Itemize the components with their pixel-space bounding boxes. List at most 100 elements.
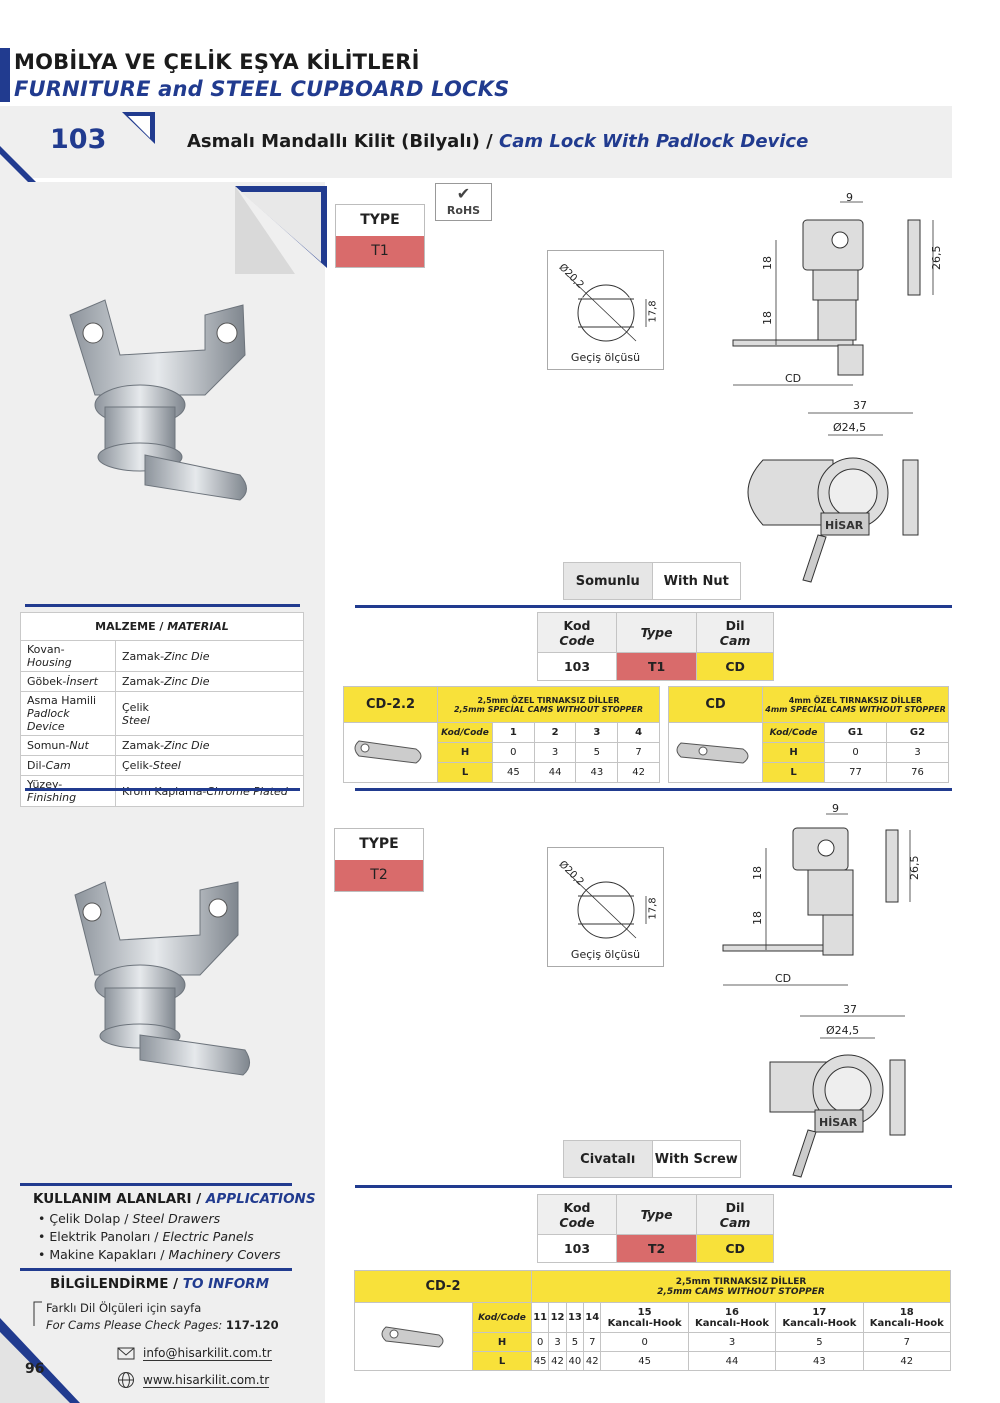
material-key-tr: Yüzey-	[27, 778, 63, 791]
kod-code-label: Kod/Code	[441, 727, 489, 738]
applications-title: KULLANIM ALANLARI / APPLICATIONS	[33, 1191, 316, 1207]
material-table: MALZEME / MATERIAL Kovan-Housing Zamak-Z…	[20, 612, 304, 807]
l-value: 77	[824, 762, 887, 783]
material-value-en: Zinc Die	[164, 675, 210, 688]
l-value: 43	[575, 762, 619, 783]
l-value: 45	[492, 762, 535, 783]
globe-icon	[118, 1372, 134, 1388]
material-value-en: Steel	[152, 759, 181, 772]
brand-mark: HİSAR	[825, 518, 864, 532]
rohs-badge: ✔ RoHS	[435, 183, 492, 221]
product-title: Asmalı Mandallı Kilit (Bilyalı) / Cam Lo…	[187, 131, 808, 152]
option-tr: Civatalı	[564, 1141, 652, 1177]
material-key-tr: Kovan-	[27, 643, 65, 656]
height-label: 17,8	[647, 300, 659, 323]
dim-d24: Ø24,5	[833, 421, 866, 434]
inform-text: Farklı Dil Ölçüleri için sayfa For Cams …	[46, 1300, 279, 1334]
product-title-band	[0, 106, 952, 178]
h-value: 0	[824, 742, 887, 763]
footer-email[interactable]: info@hisarkilit.com.tr	[117, 1345, 272, 1361]
material-bottom-rule	[25, 788, 300, 791]
col-subtitle: Kancalı-Hook	[694, 1317, 770, 1329]
row-h-label: H	[437, 742, 493, 763]
material-value-en: Zinc Die	[164, 649, 210, 663]
h-value: 7	[583, 1332, 602, 1352]
material-header: MALZEME / MATERIAL	[20, 612, 304, 641]
rohs-label: RoHS	[446, 204, 481, 217]
page-number: 96	[25, 1361, 45, 1377]
material-key-tr: Göbek-	[27, 675, 67, 688]
dim-d24: Ø24,5	[826, 1024, 859, 1037]
col-header: G1	[824, 722, 887, 743]
kod-header: Kod	[563, 617, 591, 633]
cam-desc-tr: 4mm ÖZEL TIRNAKSIZ DİLLER	[788, 695, 923, 705]
col-subtitle: Kancalı-Hook	[607, 1317, 682, 1329]
option-t1: Somunlu With Nut	[563, 562, 741, 600]
cam-desc-tr: 2,5mm ÖZEL TIRNAKSIZ DİLLER	[477, 695, 620, 705]
web-link[interactable]: www.hisarkilit.com.tr	[143, 1372, 270, 1388]
dim-18-top: 18	[761, 256, 774, 270]
section-divider	[355, 788, 952, 791]
applications-rule	[20, 1183, 292, 1186]
dim-18-bottom: 18	[751, 911, 764, 925]
dim-9: 9	[846, 191, 853, 204]
cam-name: CD-2	[354, 1270, 532, 1303]
app-tr: Çelik Dolap /	[49, 1211, 129, 1226]
l-value: 45	[530, 1351, 550, 1371]
applications-title-en: APPLICATIONS	[205, 1191, 316, 1207]
dil-header: Dil	[725, 617, 745, 633]
option-t2: Civatalı With Screw	[563, 1140, 741, 1178]
footer-web[interactable]: www.hisarkilit.com.tr	[117, 1371, 270, 1389]
type-label: TYPE	[336, 205, 424, 236]
inform-rule	[20, 1268, 292, 1271]
applications-title-tr: KULLANIM ALANLARI /	[33, 1191, 202, 1207]
material-key-en: Padlock Device	[27, 707, 70, 733]
h-value: 3	[548, 1332, 567, 1352]
material-key-tr: Asma Hamili	[27, 694, 97, 707]
row-l-label: L	[472, 1351, 532, 1371]
code-cell: 103	[537, 652, 617, 681]
material-row: Göbek-İnsert Zamak-Zinc Die	[20, 671, 304, 692]
material-top-rule	[25, 604, 300, 607]
h-value: 0	[600, 1332, 689, 1352]
dim-37: 37	[843, 1003, 857, 1016]
col-header: 1	[492, 722, 535, 743]
email-link[interactable]: info@hisarkilit.com.tr	[143, 1345, 272, 1361]
type-cell: T2	[615, 1234, 698, 1263]
footer-corner-decoration	[0, 1318, 80, 1403]
dim-37: 37	[853, 399, 867, 412]
type-label: TYPE	[335, 829, 423, 860]
material-row: Dil-Cam Çelik-Steel	[20, 755, 304, 776]
kod-code-label: Kod/Code	[478, 1312, 526, 1323]
cam-desc-en: 2,5mm SPECİAL CAMS WITHOUT STOPPER	[453, 704, 644, 714]
type-header: Type	[640, 1207, 673, 1222]
app-tr: Makine Kapakları /	[49, 1247, 165, 1262]
type-box-t1: TYPE T1	[335, 204, 425, 268]
material-value-tr: Zamak-	[122, 739, 165, 752]
l-value: 42	[617, 762, 660, 783]
l-value: 43	[775, 1351, 864, 1371]
col-header: 14	[583, 1302, 602, 1333]
dim-18-bottom: 18	[761, 311, 774, 325]
material-value-en: Zinc Die	[164, 739, 210, 752]
t2-rule	[355, 1185, 952, 1188]
lock-t1-photo	[69, 299, 247, 501]
brand-mark: HİSAR	[819, 1115, 858, 1129]
material-key-en: Finishing	[27, 791, 77, 804]
col-header: 2	[533, 722, 577, 743]
row-l-label: L	[762, 762, 825, 783]
product-name-en: Cam Lock With Padlock Device	[499, 131, 809, 152]
l-value: 40	[565, 1351, 585, 1371]
h-value: 0	[492, 742, 535, 763]
material-row: Yüzey-Finishing Krom Kaplama-Chrome Plat…	[20, 775, 304, 807]
l-value: 44	[687, 1351, 777, 1371]
col-number: 16	[725, 1306, 739, 1318]
col-header: 13	[565, 1302, 585, 1333]
lock-t2-photo	[74, 881, 250, 1076]
side-drawing-t2: 9 18 18 26,5 CD	[722, 802, 921, 986]
